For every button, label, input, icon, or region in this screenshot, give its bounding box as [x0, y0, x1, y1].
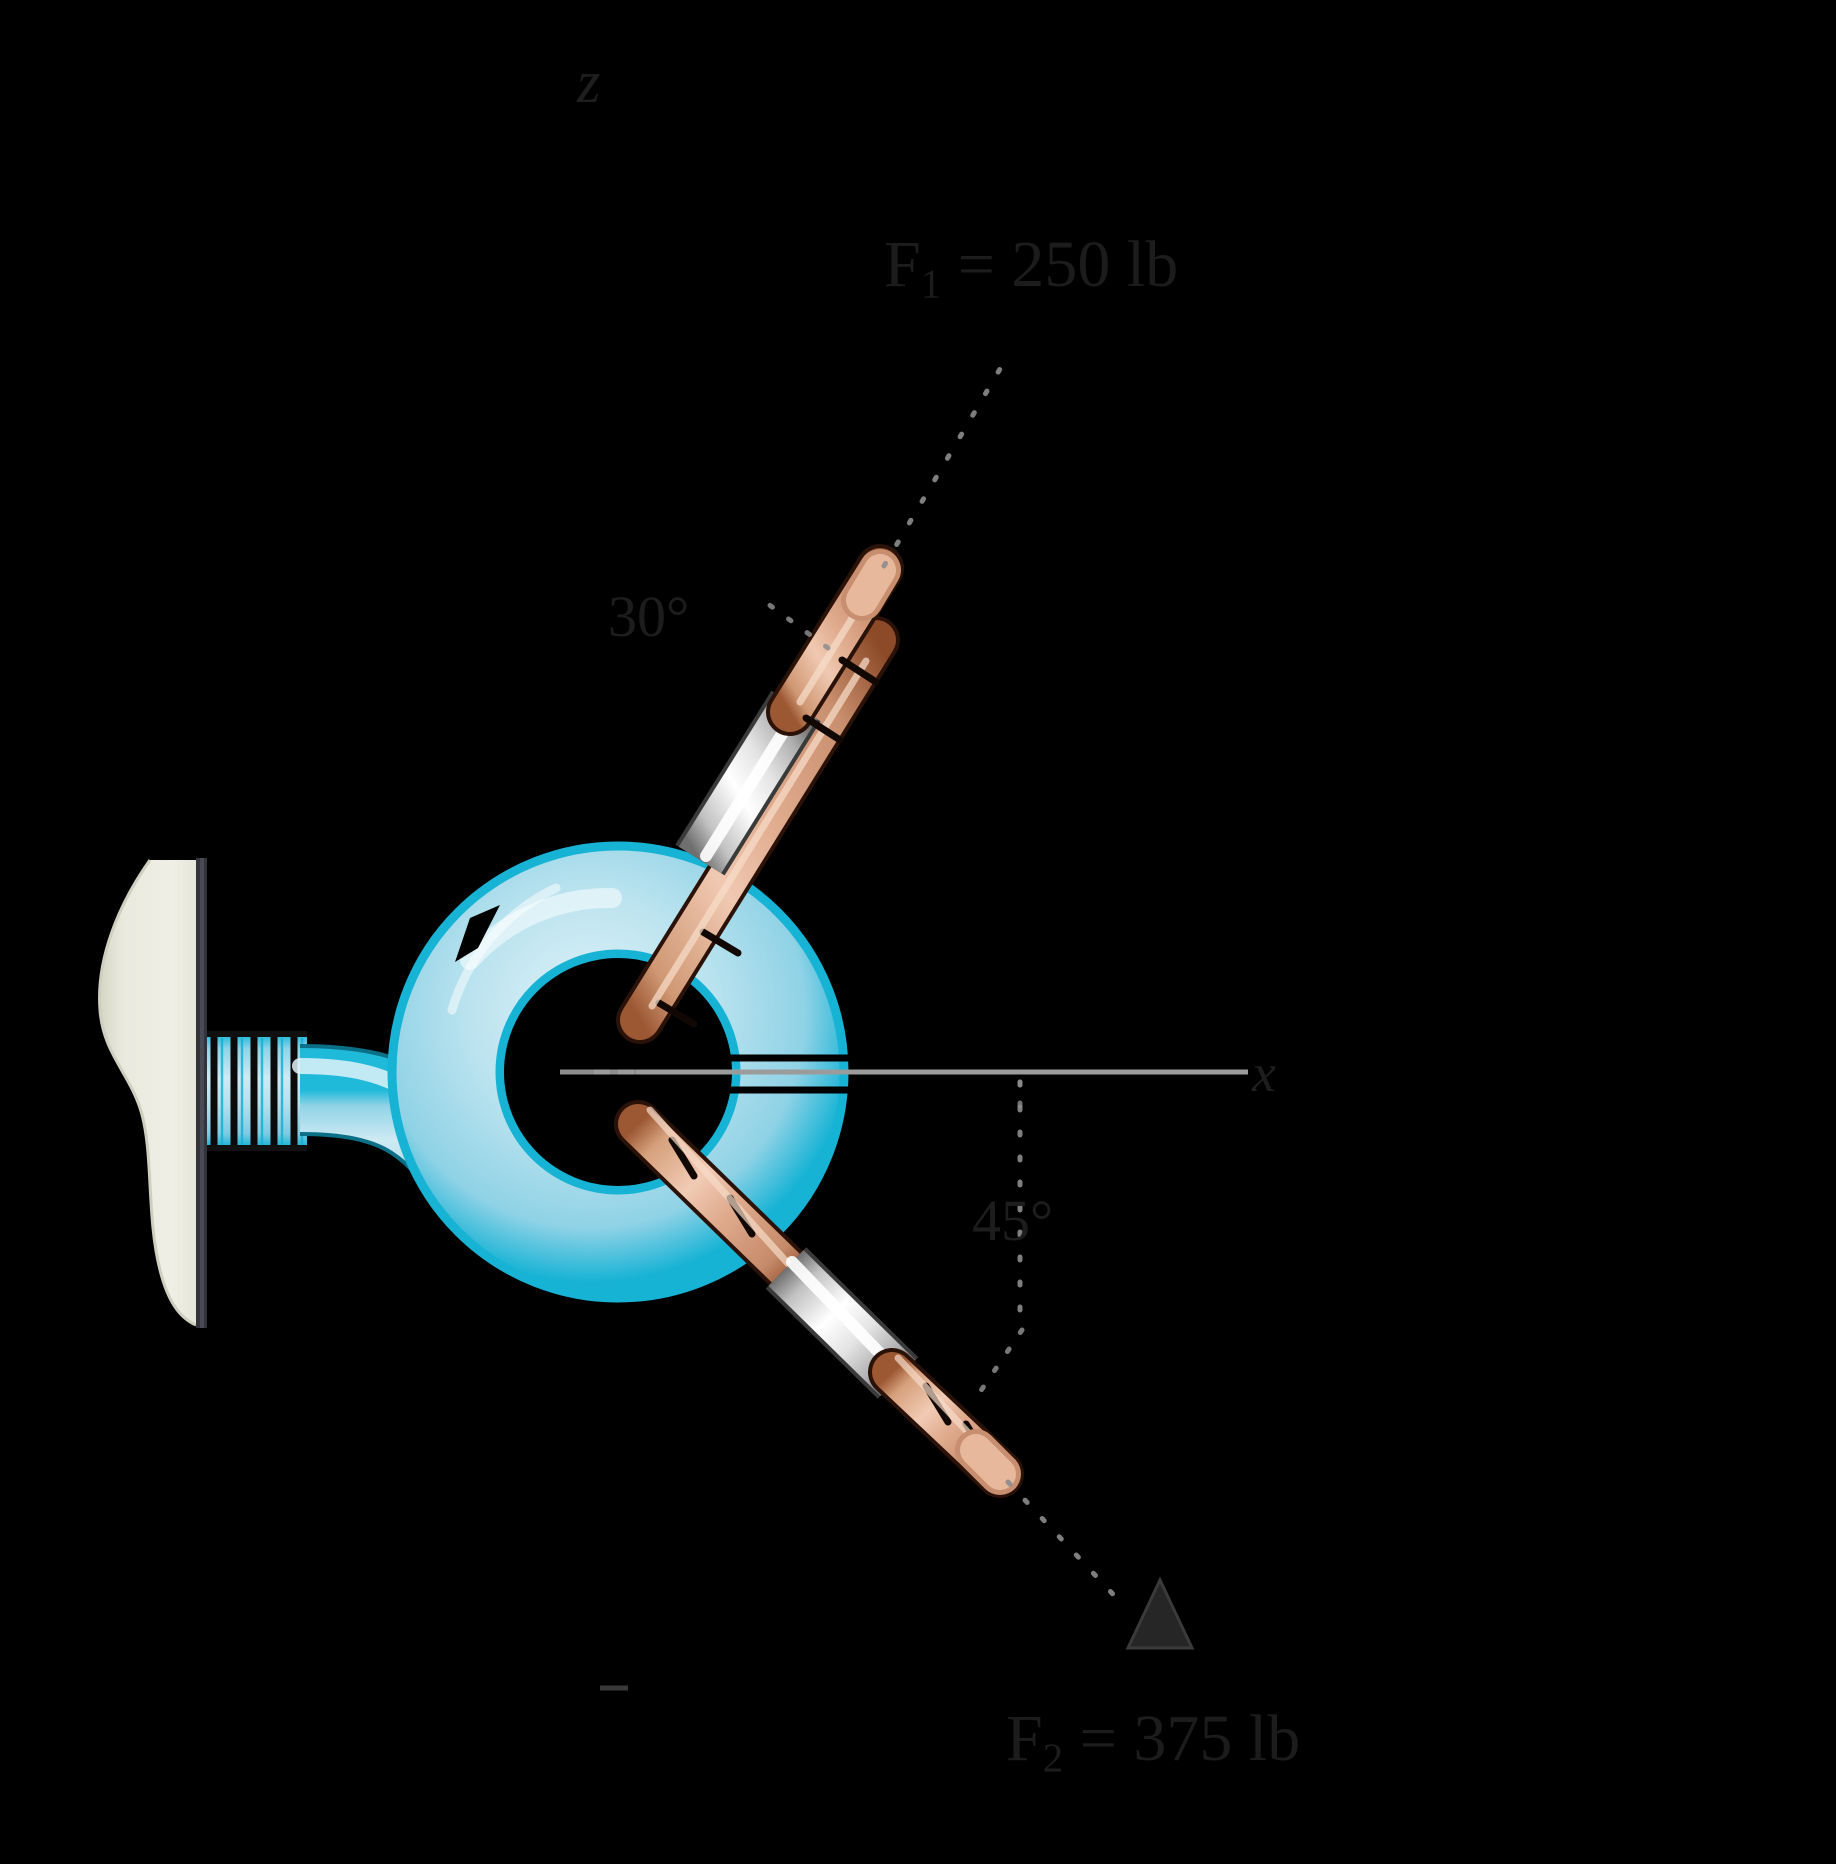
force-f2-subscript: 2 — [1042, 1735, 1064, 1781]
angle-45-label: 45° — [972, 1188, 1054, 1253]
force-f2-symbol: F — [1006, 1702, 1043, 1775]
leader-lines — [757, 349, 1127, 1609]
force-f1-value: = 250 lb — [941, 228, 1179, 301]
x-axis-label: x — [1252, 1043, 1276, 1103]
rope-f2 — [614, 1100, 1024, 1498]
force-f1-subscript: 1 — [920, 261, 942, 307]
angle-30-label: 30° — [608, 584, 690, 649]
f2-arrowhead — [1125, 1576, 1195, 1650]
force-f1-symbol: F — [884, 228, 921, 301]
z-axis-label: z — [577, 49, 601, 115]
bolt-threads — [207, 1031, 307, 1151]
force-f2-label: F2 = 375 lb — [1006, 1706, 1300, 1779]
rope-f1 — [616, 544, 904, 1044]
force-f1-label: F1 = 250 lb — [884, 232, 1178, 305]
axis-lines — [560, 1054, 1248, 1094]
force-f2-value: = 375 lb — [1063, 1702, 1301, 1775]
mounting-wall — [98, 858, 207, 1328]
